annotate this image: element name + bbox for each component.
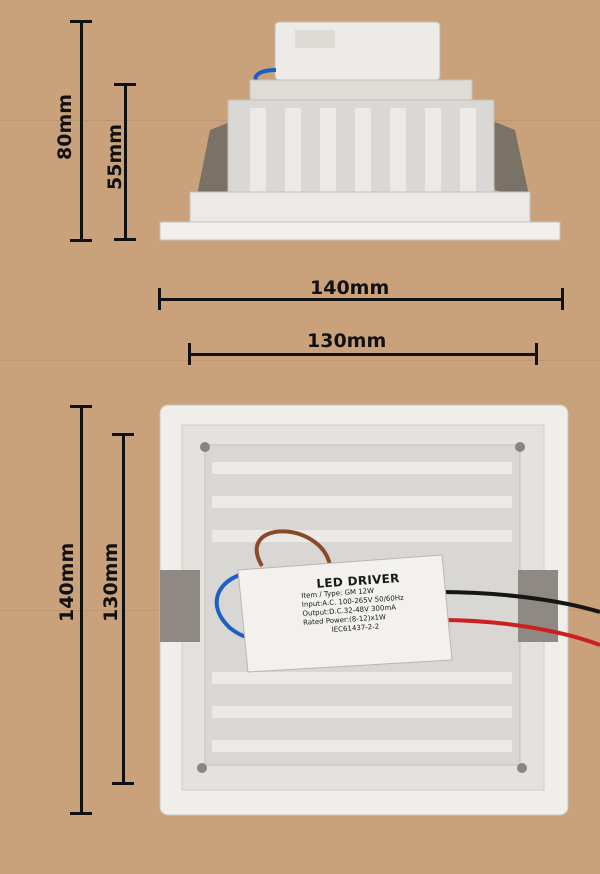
cardboard-seam: [0, 360, 600, 361]
screw: [517, 763, 527, 773]
flange-trim: [159, 221, 561, 241]
label-height-total: 80mm: [54, 93, 76, 160]
dim-cap: [112, 433, 134, 436]
heatsink-rib: [212, 496, 512, 508]
wire-black: [439, 590, 600, 614]
housing-base: [189, 191, 531, 223]
dim-line-side-inner: [122, 433, 125, 785]
heatsink-fin: [285, 108, 301, 192]
dim-cap: [188, 343, 191, 365]
vent-grille: [295, 30, 335, 48]
screw: [200, 442, 210, 452]
label-width-inner: 130mm: [307, 330, 387, 352]
dim-cap: [561, 288, 564, 310]
dim-cap: [70, 239, 92, 242]
heatsink-fin: [355, 108, 371, 192]
side-view: [159, 21, 561, 241]
spring-clip-right: [490, 120, 530, 200]
dim-line-height-total: [80, 20, 83, 242]
dim-cap: [158, 288, 161, 310]
dim-line-height-body: [124, 83, 127, 241]
dim-cap: [70, 20, 92, 23]
label-side-outer: 140mm: [56, 542, 78, 622]
led-driver-box: [237, 554, 453, 673]
heatsink-fin: [390, 108, 406, 192]
heatsink-rib: [212, 530, 512, 542]
spring-left: [160, 570, 200, 642]
heatsink-rib: [212, 740, 512, 752]
dim-cap: [70, 405, 92, 408]
wire-red: [439, 618, 600, 647]
label-height-body: 55mm: [104, 123, 126, 190]
dim-line-side-outer: [80, 405, 83, 815]
driver-label: LED DRIVER Item / Type: GM 12W Input:A.C…: [300, 571, 406, 637]
dim-cap: [70, 812, 92, 815]
screw: [197, 763, 207, 773]
heatsink-rib: [212, 706, 512, 718]
dim-cap: [114, 83, 136, 86]
wire-brown: [254, 529, 332, 568]
heatsink-fin: [320, 108, 336, 192]
dim-cap: [114, 238, 136, 241]
dim-cap: [112, 782, 134, 785]
heatsink-rib: [212, 672, 512, 684]
heatsink-fin: [460, 108, 476, 192]
spring-clip-left: [195, 120, 235, 205]
heatsink-fin: [425, 108, 441, 192]
heatsink-rib: [212, 462, 512, 474]
heatsink-fin: [250, 108, 266, 192]
back-view: [159, 404, 600, 816]
dim-line-width-outer: [158, 298, 564, 301]
screw: [515, 442, 525, 452]
dim-cap: [535, 343, 538, 365]
dim-line-width-inner: [188, 353, 538, 356]
housing-step: [249, 79, 473, 103]
label-side-inner: 130mm: [100, 542, 122, 622]
label-width-outer: 140mm: [310, 277, 390, 299]
